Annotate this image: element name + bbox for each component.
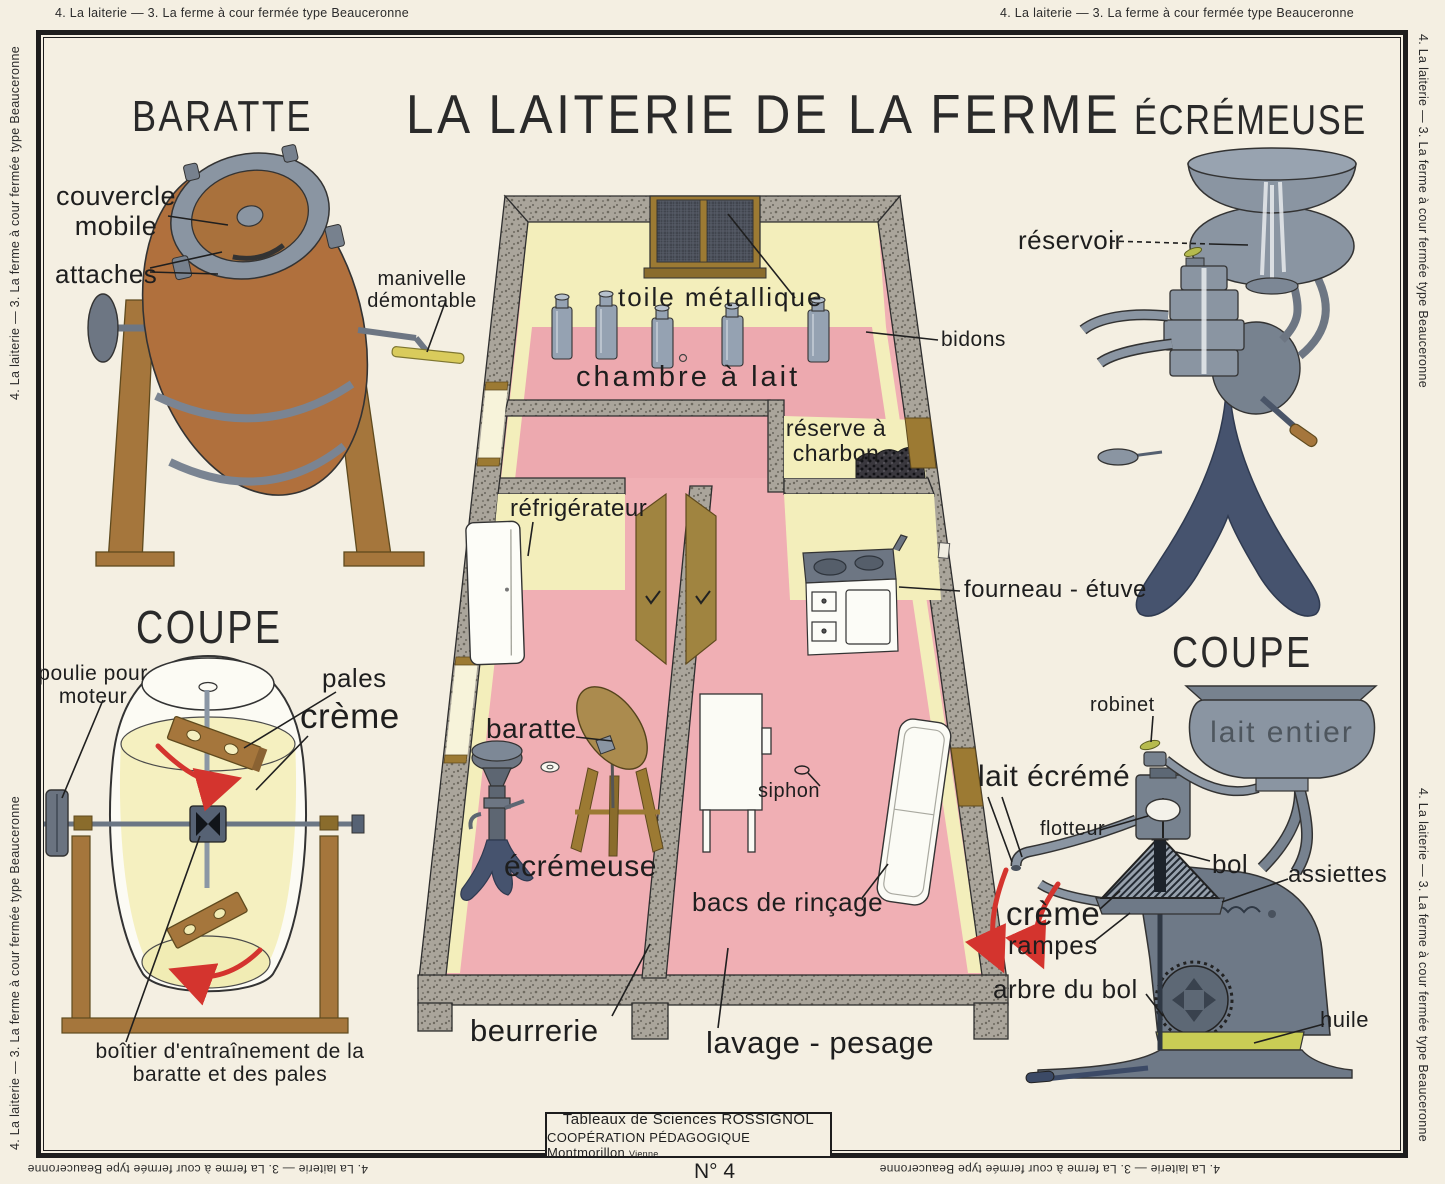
flow-arrows xyxy=(155,743,1061,1006)
wall-panel-left xyxy=(489,494,625,590)
publisher-dept: Vienne xyxy=(628,1148,659,1159)
floor-drain-beurrerie xyxy=(540,761,560,773)
label-robinet: robinet xyxy=(1090,694,1155,716)
edge-text-left-bottom: 4. La laiterie — 3. La ferme à cour ferm… xyxy=(8,796,22,1150)
leader-lines xyxy=(61,213,1325,1044)
publisher-line2: COOPÉRATION PÉDAGOGIQUE Montmorillon Vie… xyxy=(547,1130,830,1160)
label-ecremeuse-plan: écrémeuse xyxy=(504,850,657,883)
label-flotteur: flotteur xyxy=(1040,818,1106,840)
label-toile-metallique: toile métallique xyxy=(618,282,824,312)
label-creme-right: crème xyxy=(1006,895,1101,932)
label-manivelle-demontable: manivelle démontable xyxy=(367,268,477,312)
refrigerator xyxy=(465,520,525,666)
label-fourneau-etuve: fourneau - étuve xyxy=(964,576,1147,603)
label-siphon: siphon xyxy=(758,780,820,802)
separator-plan-icon xyxy=(460,740,534,901)
double-doors xyxy=(635,492,717,666)
section-title-coupe-left: COUPE xyxy=(136,601,283,653)
label-couvercle-mobile: couvercle mobile xyxy=(55,181,177,241)
edge-text-right-top: 4. La laiterie — 3. La ferme à cour ferm… xyxy=(1416,34,1430,388)
label-baratte-plan: baratte xyxy=(486,713,577,744)
label-reserve-a-charbon: réserve à charbon xyxy=(785,415,887,467)
main-title: LA LAITERIE DE LA FERME xyxy=(406,83,1122,145)
separator-illustration xyxy=(1079,147,1357,617)
label-lait-entier: lait entier xyxy=(1210,716,1354,749)
publisher-box: Tableaux de Sciences ROSSIGNOL COOPÉRATI… xyxy=(545,1110,832,1160)
label-boitier-entrainement: boîtier d'entraînement de la baratte et … xyxy=(95,1040,365,1087)
label-assiettes: assiettes xyxy=(1288,861,1388,888)
publisher-line1: Tableaux de Sciences ROSSIGNOL xyxy=(562,1110,815,1128)
rinsing-tub xyxy=(876,718,952,906)
washing-table xyxy=(699,693,772,853)
stove xyxy=(802,534,908,656)
publisher-place: Montmorillon xyxy=(547,1144,626,1160)
separator-section xyxy=(1010,685,1378,1084)
milk-cans xyxy=(551,290,830,369)
edge-text-left-top: 4. La laiterie — 3. La ferme à cour ferm… xyxy=(8,46,22,400)
label-huile: huile xyxy=(1320,1007,1369,1032)
wall-openings xyxy=(443,381,984,807)
siphon-mark xyxy=(794,765,810,775)
label-bacs-de-rincage: bacs de rinçage xyxy=(692,887,884,917)
edge-text-bottom-right: 4. La laiterie — 3. La ferme à cour ferm… xyxy=(879,1162,1220,1176)
section-title-ecremeuse: ÉCRÉMEUSE xyxy=(1134,96,1367,143)
section-title-coupe-right: COUPE xyxy=(1172,628,1313,677)
label-reservoir: réservoir xyxy=(1018,225,1124,255)
label-poulie-pour-moteur: poulie pour moteur xyxy=(38,662,148,709)
label-arbre-du-bol: arbre du bol xyxy=(993,974,1138,1004)
label-bol: bol xyxy=(1212,849,1249,879)
screen-window xyxy=(643,195,767,279)
edge-text-bottom-left: 4. La laiterie — 3. La ferme à cour ferm… xyxy=(27,1162,368,1176)
edge-text-top-left: 4. La laiterie — 3. La ferme à cour ferm… xyxy=(55,6,409,20)
plate-number: N° 4 xyxy=(694,1160,736,1183)
floor-drain-top xyxy=(678,353,688,363)
churn-section xyxy=(44,654,365,1034)
label-bidons: bidons xyxy=(941,328,1006,351)
edge-text-right-bottom: 4. La laiterie — 3. La ferme à cour ferm… xyxy=(1416,788,1430,1142)
label-lait-ecreme: lait écrémé xyxy=(978,760,1131,793)
edge-text-top-right: 4. La laiterie — 3. La ferme à cour ferm… xyxy=(1000,6,1354,20)
section-title-baratte: BARATTE xyxy=(132,92,313,141)
label-lavage-pesage: lavage - pesage xyxy=(706,1025,935,1060)
label-beurrerie: beurrerie xyxy=(470,1013,599,1048)
churn-illustration xyxy=(87,144,465,567)
label-refrigerateur: réfrigérateur xyxy=(510,495,648,522)
label-pales: pales xyxy=(322,663,387,693)
label-chambre-a-lait: chambre à lait xyxy=(576,361,801,393)
label-creme-left: crème xyxy=(300,697,400,736)
label-attaches: attaches xyxy=(55,259,158,289)
label-rampes: rampes xyxy=(1008,930,1098,960)
publisher-coop: COOPÉRATION PÉDAGOGIQUE xyxy=(547,1129,751,1145)
